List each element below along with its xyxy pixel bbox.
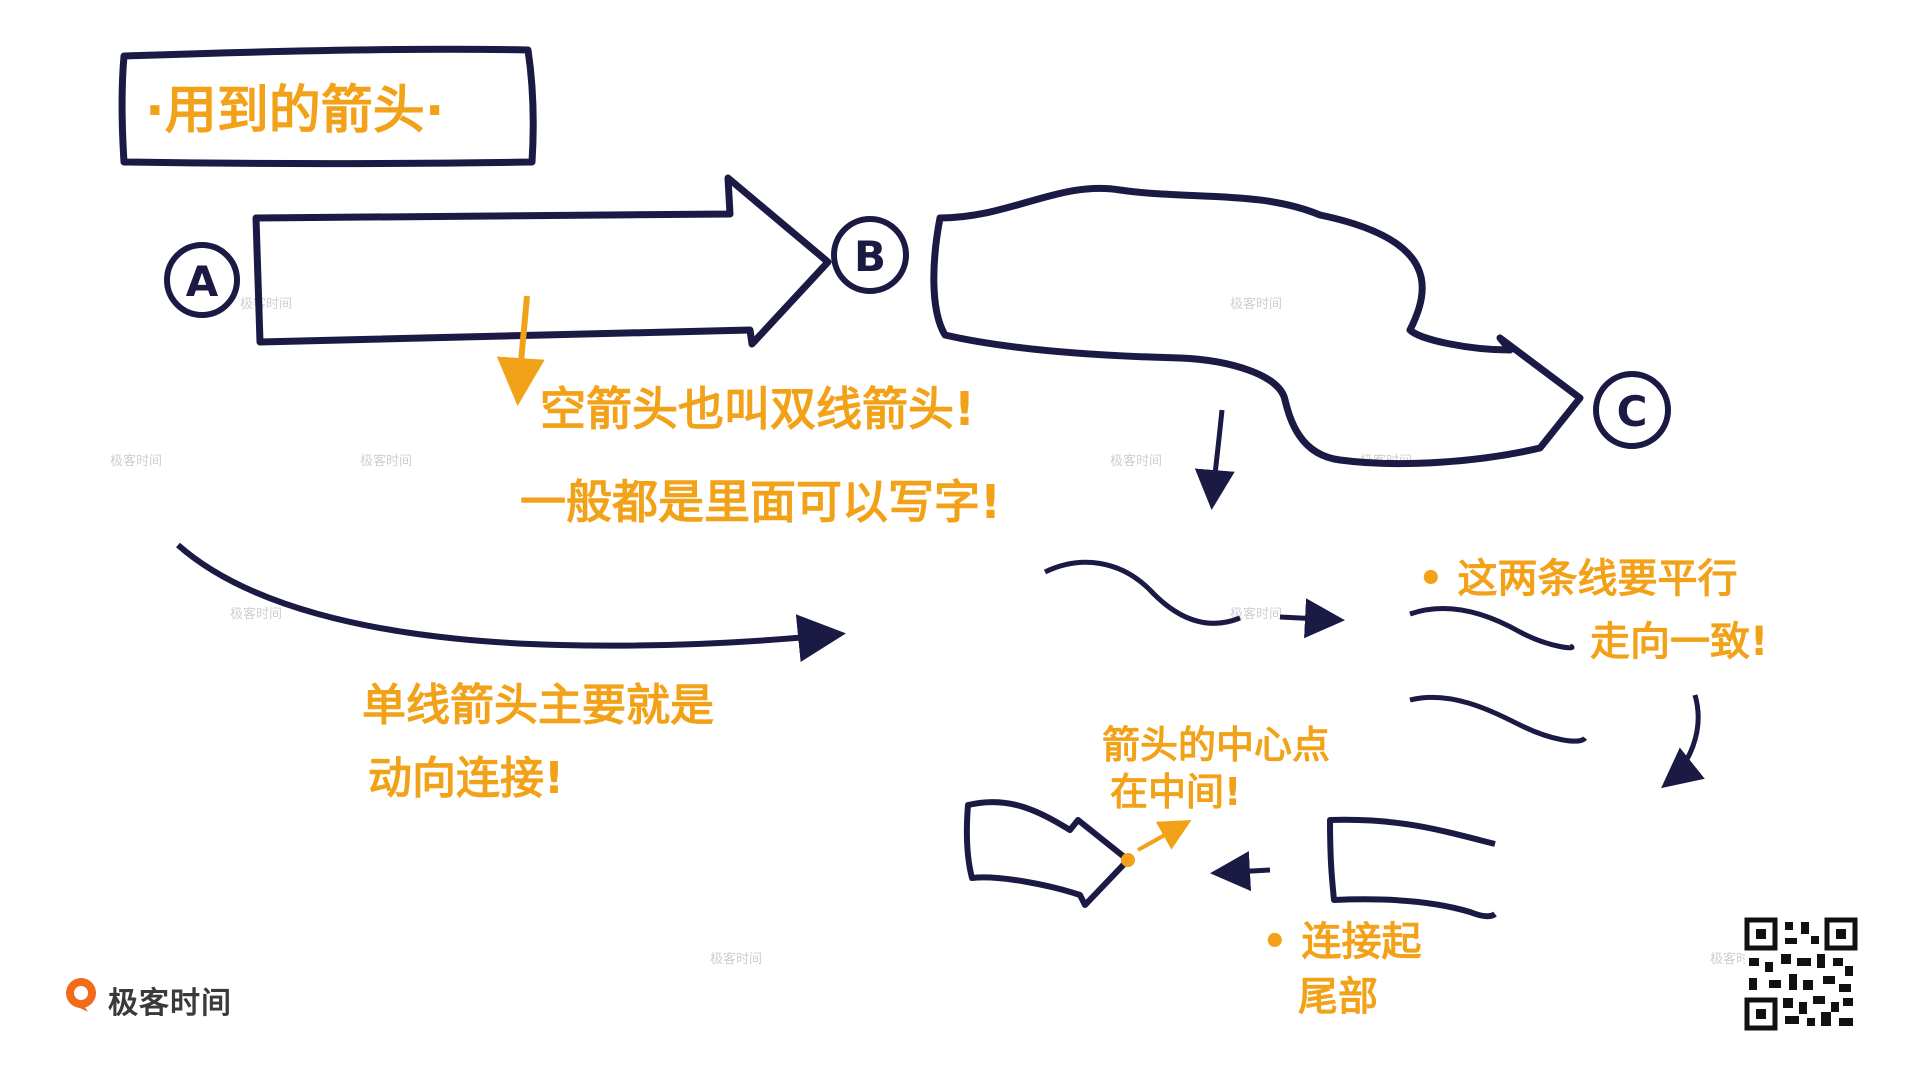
note-center-1: 箭头的中心点 bbox=[1102, 723, 1330, 767]
watermark: 极客时间 bbox=[710, 951, 762, 967]
down-arrow bbox=[1194, 409, 1235, 510]
note-parallel-1: • 这两条线要平行 bbox=[1418, 556, 1738, 602]
wave-right-bottom bbox=[1409, 694, 1588, 744]
node-a-label: A bbox=[186, 257, 219, 306]
node-a: A bbox=[164, 242, 240, 318]
node-c: C bbox=[1593, 371, 1671, 449]
wave-connector-arrow bbox=[1279, 598, 1345, 639]
title-box: ·用到的箭头· bbox=[118, 45, 537, 167]
watermark: 极客时间 bbox=[1230, 296, 1282, 312]
orange-pointer-arrow bbox=[496, 295, 545, 406]
node-c-label: C bbox=[1617, 387, 1648, 436]
orange-center-arrow bbox=[1137, 820, 1192, 852]
note-hollow-2: 一般都是里面可以写字! bbox=[520, 475, 1001, 529]
watermark: 极客时间 bbox=[1110, 453, 1162, 469]
center-point bbox=[1121, 853, 1135, 867]
small-hollow-arrow bbox=[963, 799, 1135, 908]
note-parallel-2: 走向一致! bbox=[1590, 619, 1768, 665]
wave-right-top bbox=[1409, 605, 1575, 651]
watermark: 极客时间 bbox=[360, 453, 412, 469]
node-b: B bbox=[831, 216, 909, 294]
qr-code-icon bbox=[1744, 917, 1858, 1031]
note-tail-1: • 连接起 bbox=[1262, 919, 1422, 965]
watermark: 极客时间 bbox=[240, 296, 292, 312]
watermark: 极客时间 bbox=[230, 606, 282, 622]
wave-left bbox=[1043, 559, 1241, 626]
tail-shape bbox=[1327, 816, 1497, 920]
watermark: 极客时间 bbox=[1230, 606, 1282, 622]
curved-down-arrow bbox=[1661, 694, 1705, 789]
note-hollow-1: 空箭头也叫双线箭头! bbox=[540, 382, 975, 436]
geektime-logo-icon bbox=[66, 978, 96, 1012]
single-line-arrow bbox=[176, 542, 846, 663]
hollow-arrow bbox=[252, 174, 832, 348]
node-b-label: B bbox=[854, 232, 886, 281]
tail-arrow bbox=[1210, 851, 1271, 892]
note-center-2: 在中间! bbox=[1110, 770, 1241, 814]
note-single-1: 单线箭头主要就是 bbox=[362, 680, 714, 731]
note-single-2: 动向连接! bbox=[368, 753, 564, 804]
note-tail-2: 尾部 bbox=[1298, 974, 1378, 1020]
page-title: ·用到的箭头· bbox=[145, 81, 445, 141]
brand-name: 极客时间 bbox=[108, 986, 232, 1021]
wavy-hollow-arrow bbox=[930, 184, 1584, 468]
watermark: 极客时间 bbox=[110, 453, 162, 469]
